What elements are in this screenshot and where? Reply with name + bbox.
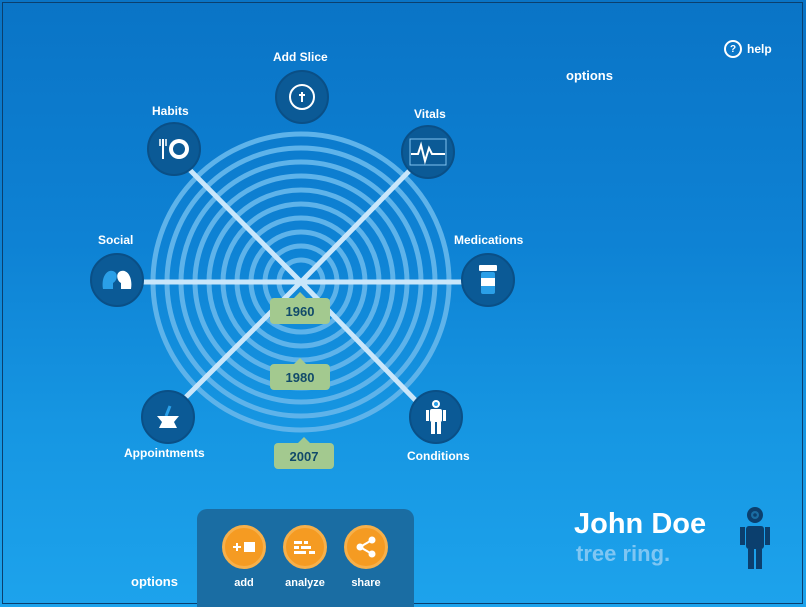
options-link-top[interactable]: options	[566, 68, 613, 83]
analyze-icon	[294, 541, 315, 554]
question-icon: ?	[724, 40, 742, 58]
medications-button[interactable]	[461, 253, 515, 307]
user-name: John Doe	[574, 508, 707, 540]
conditions-button[interactable]	[409, 390, 463, 444]
add-slice-label: Add Slice	[273, 50, 328, 64]
add-icon	[233, 542, 255, 552]
share-button[interactable]	[344, 525, 388, 569]
person-body-icon	[426, 400, 446, 434]
fork-plate-icon	[159, 139, 189, 159]
add-label: add	[234, 577, 254, 589]
share-label: share	[351, 577, 381, 589]
share-icon	[356, 536, 376, 558]
people-icon	[102, 270, 132, 289]
habits-label: Habits	[152, 104, 189, 118]
analyze-label: analyze	[285, 577, 325, 589]
habits-button[interactable]	[147, 122, 201, 176]
heartbeat-monitor-icon	[409, 138, 447, 166]
appointments-label: Appointments	[124, 446, 205, 460]
plus-circle-icon	[289, 84, 315, 110]
person-avatar-icon	[740, 507, 770, 569]
social-label: Social	[98, 233, 134, 247]
help-link[interactable]: ? help	[724, 40, 772, 58]
help-label: help	[747, 42, 772, 56]
vitals-label: Vitals	[414, 107, 446, 121]
pill-bottle-icon	[479, 265, 497, 294]
add-slice-button[interactable]	[275, 70, 329, 124]
year-tag-2007[interactable]: 2007	[274, 437, 334, 469]
medications-label: Medications	[454, 233, 524, 247]
analyze-button[interactable]	[283, 525, 327, 569]
action-toolbar: add analyze share	[197, 509, 414, 607]
social-button[interactable]	[90, 253, 144, 307]
year-tag-1980[interactable]: 1980	[270, 358, 330, 390]
mortar-pestle-icon	[157, 405, 179, 428]
app-name: tree ring.	[576, 541, 671, 566]
conditions-label: Conditions	[407, 449, 470, 463]
options-link-bottom[interactable]: options	[131, 574, 178, 589]
vitals-button[interactable]	[401, 125, 455, 179]
year-tag-1960[interactable]: 1960	[270, 292, 330, 324]
add-button[interactable]	[222, 525, 266, 569]
appointments-button[interactable]	[141, 390, 195, 444]
